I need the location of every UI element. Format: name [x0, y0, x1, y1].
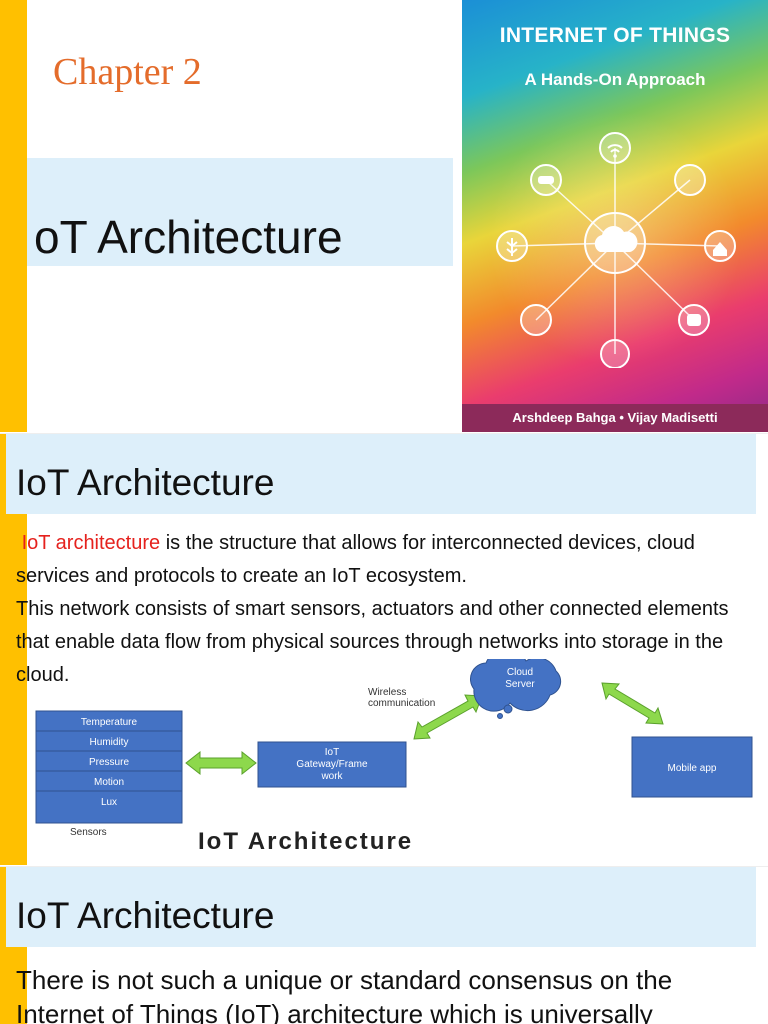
- gateway-label-3: work: [320, 771, 343, 782]
- sensor-humidity: Humidity: [90, 737, 129, 748]
- slide-iot-architecture-2: IoT Architecture There is not such a uni…: [0, 866, 768, 1024]
- accent-bar: [0, 0, 27, 432]
- wireless-label-1: Wireless: [368, 687, 406, 698]
- health-icon: [520, 304, 552, 336]
- diagram-caption: IoT Architecture: [198, 828, 413, 854]
- section-title-band: IoT Architecture: [6, 434, 756, 514]
- cloud-label-1: Cloud: [507, 667, 533, 678]
- mobile-app-label: Mobile app: [668, 763, 717, 774]
- sensors-label: Sensors: [70, 827, 107, 838]
- gateway-label-2: Gateway/Frame: [296, 759, 368, 770]
- network-icon: [600, 339, 630, 368]
- wifi-icon: [599, 132, 631, 164]
- slide-chapter-title: Chapter 2 oT Architecture INTERNET OF TH…: [0, 0, 768, 432]
- iot-hub-illustration: [496, 132, 736, 368]
- section-title: IoT Architecture: [16, 895, 275, 936]
- title-band: oT Architecture: [27, 158, 453, 266]
- wireless-label-2: communication: [368, 698, 435, 709]
- arrow-cloud-mobile: [601, 682, 664, 725]
- book-subtitle: A Hands-On Approach: [524, 70, 706, 89]
- slide-title: oT Architecture: [34, 211, 343, 263]
- mobile-app-box: [631, 736, 753, 798]
- sensor-pressure: Pressure: [89, 757, 129, 768]
- book-authors: Arshdeep Bahga • Vijay Madisetti: [462, 404, 768, 432]
- slide-iot-architecture: IoT Architecture IoT architecture is the…: [0, 433, 768, 865]
- section-title-band: IoT Architecture: [6, 867, 756, 947]
- sensors-box: [35, 710, 183, 824]
- cloud-label-2: Server: [505, 679, 535, 690]
- sensor-motion: Motion: [94, 777, 124, 788]
- sensor-lux: Lux: [101, 797, 117, 808]
- chapter-label: Chapter 2: [53, 51, 202, 93]
- section-title: IoT Architecture: [16, 462, 275, 503]
- body-text: IoT architecture is the structure that a…: [16, 527, 761, 692]
- paragraph-2: This network consists of smart sensors, …: [16, 598, 729, 686]
- arrow-sensors-gateway: [185, 750, 257, 776]
- book-title: INTERNET OF THINGS: [499, 24, 731, 47]
- paragraph-1-rest: is the structure that allows for interco…: [16, 532, 695, 587]
- book-cover-image: INTERNET OF THINGS A Hands-On Approach: [462, 0, 768, 432]
- paragraph: There is not such a unique or standard c…: [16, 965, 673, 1024]
- highlighted-term: IoT architecture: [21, 532, 161, 554]
- paragraph-1: IoT architecture is the structure that a…: [16, 527, 761, 593]
- gateway-box: [257, 741, 407, 788]
- cloud-icon: [594, 226, 638, 252]
- sensor-temperature: Temperature: [81, 717, 138, 728]
- gateway-label-1: IoT: [325, 747, 339, 758]
- people-icon: [674, 164, 706, 196]
- iot-architecture-diagram: Temperature Humidity Pressure Motion Lux…: [35, 659, 753, 854]
